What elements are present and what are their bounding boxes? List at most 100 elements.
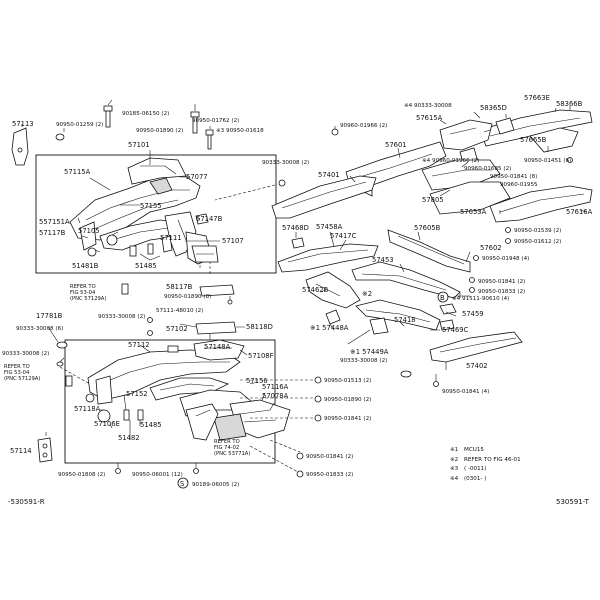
label-90950-01612: 90950-01612 (2): [514, 239, 561, 245]
label-57605B: 57605B: [414, 224, 441, 232]
label-4-90333-30008: ※4 90333-30008: [404, 103, 452, 109]
bracket-57449A: [369, 317, 389, 335]
label-90333-30008-f: 90333-30008 (2): [340, 358, 387, 364]
label-90960-01966-a: 90960-01966 (2): [340, 123, 387, 129]
label-57152: 57152: [126, 390, 148, 398]
label-57653A: 57653A: [460, 208, 487, 216]
label-57148A: 57148A: [204, 343, 231, 351]
label-90950-01513: 90950-01513 (2): [324, 378, 371, 384]
label-17781B: 17781B: [36, 312, 63, 320]
label-51485-a: 51485: [135, 262, 157, 270]
bolt-90960-01966: [331, 128, 339, 136]
note-1-text: MCU15: [464, 447, 484, 453]
label-57459: 57459: [462, 310, 484, 318]
label-57401: 57401: [318, 171, 340, 179]
marker-b-letter: B: [440, 294, 445, 302]
note-2-mark: ※2: [450, 457, 458, 463]
footer-right-code: 530591-T: [556, 498, 590, 506]
plug-90950-01513: [314, 376, 322, 384]
label-90333-30008-d: 90333-30008 (2): [2, 351, 49, 357]
label-57105: 57105: [78, 227, 100, 235]
leader: [21, 99, 220, 261]
label-57805: 57805: [422, 196, 444, 204]
label-90950-01539: 90950-01539 (2): [514, 228, 561, 234]
label-57107: 57107: [222, 237, 244, 245]
label-90950-01808: 90950-01808 (2): [58, 472, 105, 478]
label-90950-01762: 90950-01762 (2): [192, 118, 239, 124]
note-2-text: REFER TO FIG 46-01: [464, 457, 521, 463]
label-90950-01259: 90950-01259 (2): [56, 122, 103, 128]
label-90950-01890-a: 90950-01890 (2): [136, 128, 183, 134]
crossmember-57418: [355, 299, 441, 331]
label-51481B: 51481B: [72, 262, 99, 270]
label-90185-06150: 90185-06150 (2): [122, 111, 169, 117]
label-57108F: 57108F: [248, 352, 274, 360]
grommet-17781B: [56, 341, 68, 349]
label-90960-01685: 90960-01685 (2): [464, 166, 511, 172]
label-57106E: 57106E: [94, 420, 120, 428]
reinforcement-57468D: [291, 237, 305, 249]
label-1-57449A: ※1 57449A: [350, 348, 389, 356]
refer-note-1-line3: (PNC 57129A): [70, 296, 106, 302]
label-57418: 57418: [394, 316, 416, 324]
label-58118D: 58118D: [246, 323, 273, 331]
marker-2: ※2: [362, 290, 372, 298]
label-90333-30008-c: 90333-30008 (6): [16, 326, 63, 332]
label-90950-01841-e: 90950-01841 (4): [442, 389, 489, 395]
bolt-90950-01890: [205, 129, 214, 150]
label-57114: 57114: [10, 447, 32, 455]
bracket-57469C: [439, 319, 455, 331]
label-57078A: 57078A: [262, 392, 289, 400]
plug-90950-01259: [55, 133, 65, 141]
label-90950-01618: ※3 90950-01618: [216, 128, 264, 134]
label-58117B: 58117B: [166, 283, 193, 291]
rear-floor-side-member-57401: [271, 175, 377, 219]
footer-left-code: -530591-R: [8, 498, 45, 506]
leader: [295, 231, 471, 381]
label-90950-01841-b: 90950-01841 (2): [306, 454, 353, 460]
label-57113: 57113: [12, 120, 34, 128]
crossmember-57402: [429, 331, 523, 363]
label-57462B: 57462B: [302, 286, 329, 294]
label-57111: 57111: [160, 234, 182, 242]
label-58366B: 58366B: [556, 100, 583, 108]
bracket-57114: [37, 437, 53, 463]
leader: [47, 296, 245, 363]
plug-90950-01890-c: [314, 395, 322, 403]
marker-circle-b: [437, 291, 449, 303]
label-51485-b: 51485: [140, 421, 162, 429]
label-57101: 57101: [128, 141, 150, 149]
label-90950-01833-b: 90950-01833 (2): [478, 289, 525, 295]
label-4-90960-01966: ※4 90960-01966 (2): [422, 158, 479, 164]
label-57615A: 57615A: [416, 114, 443, 122]
front-side-member-rh-assembly: [85, 339, 291, 441]
bolt-90950-01841-e: [433, 381, 439, 387]
bolt-90950-01762: [190, 111, 200, 134]
label-57665B: 57665B: [520, 136, 547, 144]
label-57115A: 57115A: [64, 168, 91, 176]
label-57458A: 57458A: [316, 223, 343, 231]
bolt-90950-01451: [567, 157, 573, 163]
label-90950-01948: 90950-01948 (4): [482, 256, 529, 262]
refer-note-3-line1: REFER TO: [214, 439, 240, 445]
plug-90950-01833-a: [296, 470, 304, 478]
bolt-90950-06001: [193, 468, 199, 474]
bolt-90333-30008-c: [147, 330, 153, 336]
reinforcement-58117B: [199, 284, 235, 297]
front-side-member-assembly: [69, 157, 213, 265]
label-57077: 57077: [186, 173, 208, 181]
label-90950-01451: 90950-01451 (6): [524, 158, 571, 164]
plug-90950-01841-a: [314, 414, 322, 422]
leader: [334, 106, 587, 214]
label-90950-01890-b: 90950-01890 (8): [164, 294, 211, 300]
label-57616A: 57616A: [566, 208, 593, 216]
label-57116A: 57116A: [262, 383, 289, 391]
label-51482: 51482: [118, 434, 140, 442]
label-90333-30008-a: 90333-30008 (2): [262, 160, 309, 166]
label-90950-01890-c: 90950-01890 (2): [324, 397, 371, 403]
label-90950-06001: 90950-06001 (12): [132, 472, 183, 478]
bolt-90333-30008-d: [56, 361, 64, 367]
label-57469C: 57469C: [442, 326, 469, 334]
label-57118A: 57118A: [74, 405, 101, 413]
label-57417C: 57417C: [330, 232, 357, 240]
